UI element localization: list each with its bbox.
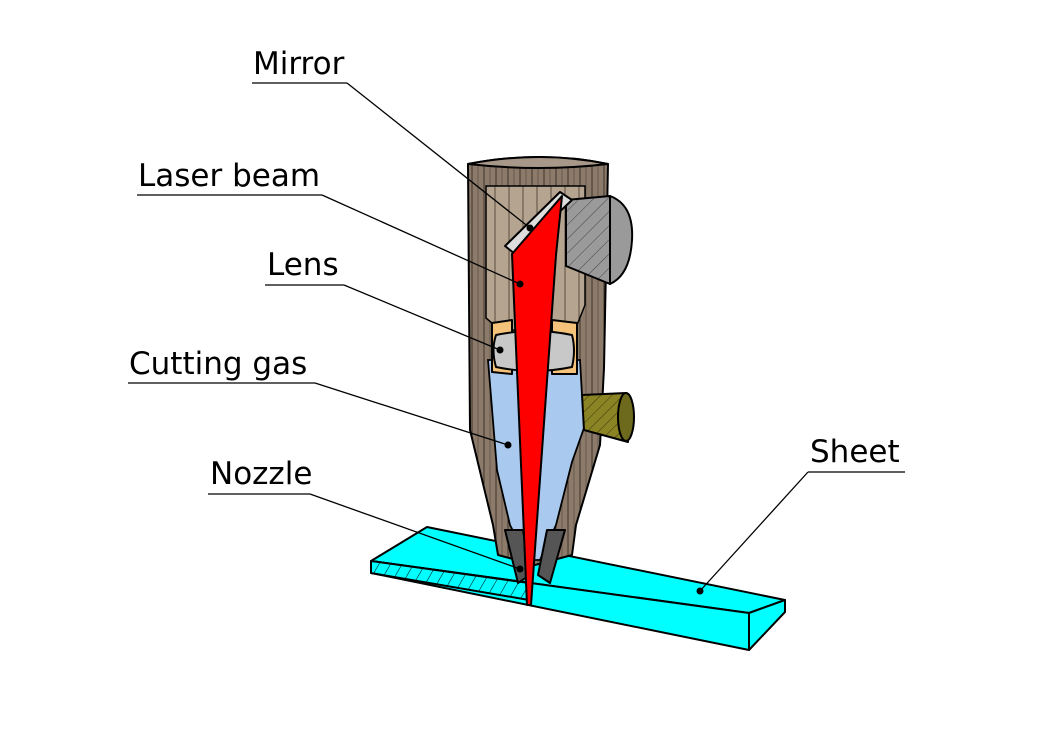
leader-laser-beam-dot: [516, 280, 524, 288]
label-underlines: [128, 82, 905, 495]
label-lens: Lens: [267, 247, 339, 283]
leader-mirror: [346, 82, 531, 229]
leader-nozzle: [309, 493, 521, 570]
leader-lines: [309, 82, 809, 595]
label-nozzle: Nozzle: [210, 456, 312, 492]
label-cutting-gas: Cutting gas: [129, 346, 307, 382]
leader-lens-dot: [496, 346, 504, 354]
leader-nozzle-dot: [516, 565, 524, 573]
mirror-mount-cap: [609, 195, 634, 285]
mirror-mount: [565, 195, 634, 285]
leader-sheet-dot: [696, 587, 704, 595]
leader-laser-beam: [321, 194, 521, 285]
leader-cutting-gas: [314, 382, 509, 446]
gas-inlet-port: [581, 392, 635, 443]
label-mirror: Mirror: [253, 46, 345, 82]
leader-sheet: [699, 471, 809, 592]
mirror-mount-block: [565, 195, 611, 285]
gas-port-opening: [617, 392, 635, 442]
labels: Mirror Laser beam Lens Cutting gas Nozzl…: [129, 46, 900, 492]
nozzle-tip-right: [537, 529, 566, 584]
leader-mirror-dot: [526, 224, 534, 232]
label-sheet: Sheet: [810, 434, 900, 470]
laser-beam: [511, 195, 563, 606]
housing-top-rim: [467, 156, 609, 169]
label-laser-beam: Laser beam: [138, 158, 320, 194]
leader-lens: [343, 284, 501, 351]
sheet: [370, 526, 786, 651]
gas-port-tube: [581, 392, 629, 443]
sheet-end-face: [748, 599, 786, 651]
leader-cutting-gas-dot: [504, 441, 512, 449]
